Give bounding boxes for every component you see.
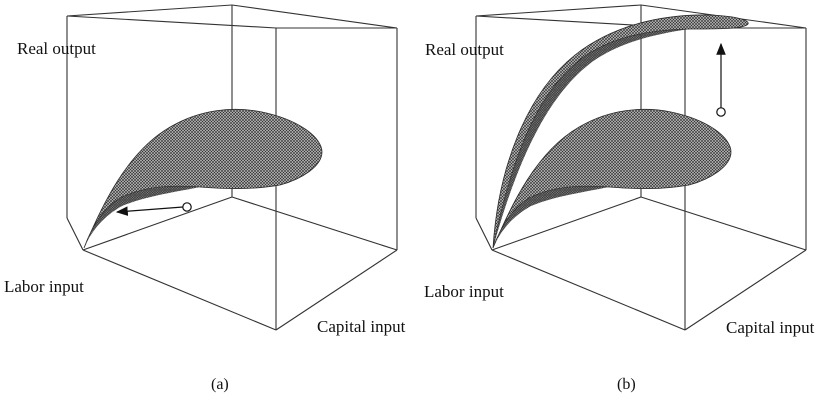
panel-b-capital-input-label: Capital input: [726, 318, 815, 337]
panel-a-labor-input-label: Labor input: [4, 277, 84, 296]
panel-a: Real output Labor input Capital input (a…: [4, 4, 406, 393]
panel-a-initial-point: [182, 202, 192, 212]
panel-b-shifted-surface-shading: [493, 29, 690, 248]
panel-b-caption: (b): [617, 376, 636, 393]
panel-a-caption: (a): [211, 376, 229, 393]
panel-a-production-surface: [83, 108, 323, 249]
panel-b: Real output Labor input Capital input (b…: [424, 4, 815, 393]
panel-a-capital-input-label: Capital input: [317, 317, 406, 336]
panel-b-real-output-label: Real output: [425, 40, 504, 59]
panel-a-arrow: [115, 206, 184, 216]
panel-b-original-surface-shading: [493, 186, 609, 248]
panel-a-real-output-label: Real output: [17, 39, 96, 58]
panel-b-labor-input-label: Labor input: [424, 282, 504, 301]
panel-b-initial-point: [716, 107, 726, 117]
panel-a-surface-shading: [84, 186, 200, 248]
